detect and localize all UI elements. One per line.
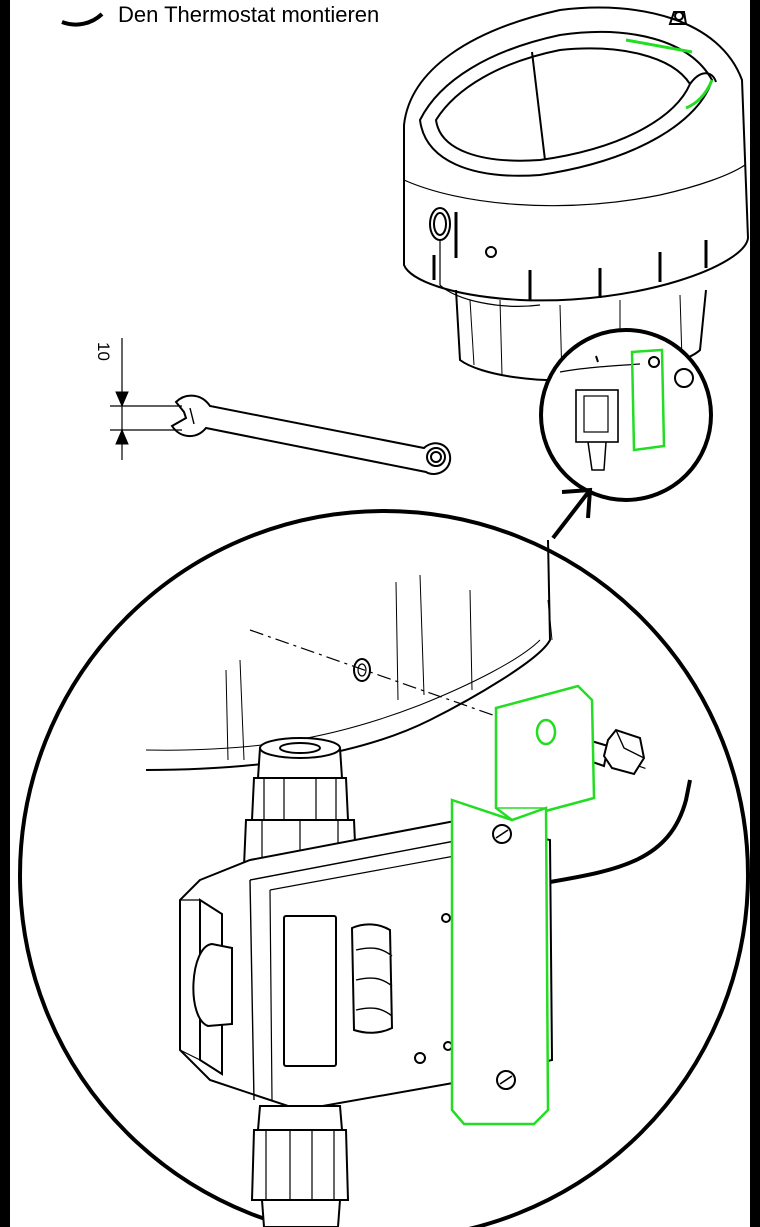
- housing-section: [145, 539, 553, 771]
- left-border: [0, 0, 10, 1227]
- wrench-size-label: 10: [94, 342, 113, 361]
- dimension-marker: [110, 338, 182, 460]
- wrench-icon: [170, 394, 452, 475]
- bracket-holes: [492, 718, 557, 1090]
- step-number-circle-icon: [61, 12, 104, 27]
- arrow-icon: [551, 487, 593, 540]
- cable-gland-bottom: [250, 1105, 350, 1227]
- mounting-bracket: [450, 684, 596, 1126]
- thermostat-housing: [403, 6, 750, 382]
- right-border: [750, 0, 760, 1227]
- detail-circle-small: [539, 328, 713, 502]
- step-title: Den Thermostat montieren: [118, 2, 380, 27]
- cable: [549, 779, 692, 884]
- housing-highlight: [625, 38, 714, 110]
